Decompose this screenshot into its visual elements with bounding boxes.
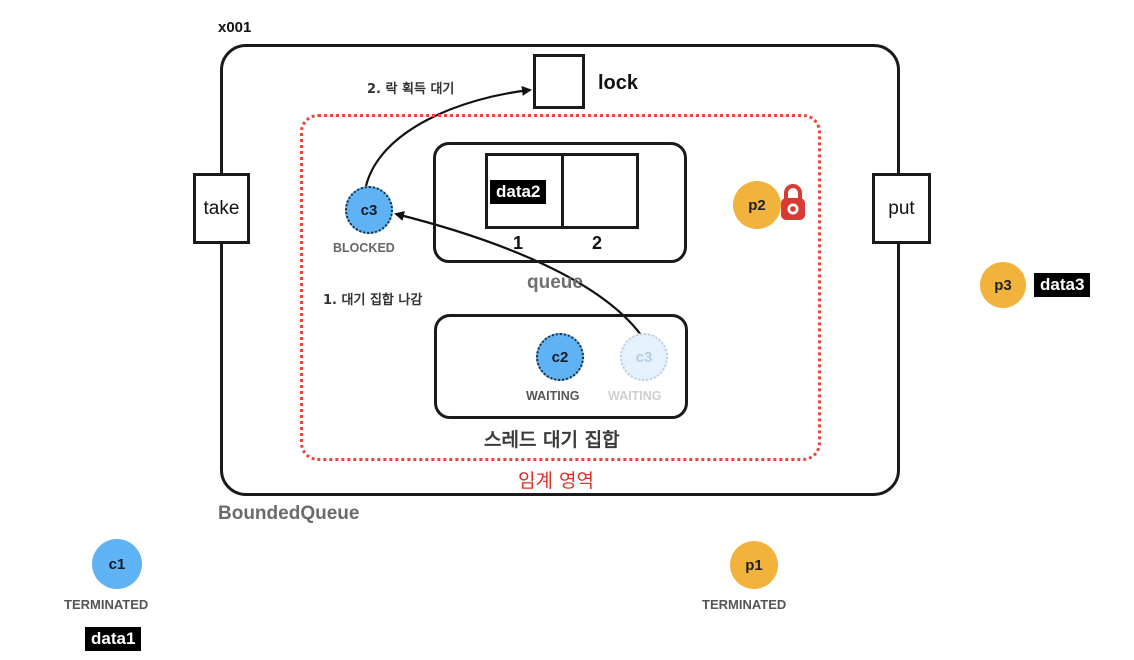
put-method-label: put [888,197,915,219]
thread-p3-name: p3 [994,276,1012,294]
take-method-box: take [193,173,250,244]
thread-p3-data: data3 [1034,273,1091,297]
queue-slot-1-index: 1 [513,233,524,253]
take-method-label: take [203,197,240,219]
thread-p1: p1 [730,541,778,589]
thread-c1: c1 [92,539,142,589]
bounded-queue-box [220,44,900,496]
queue-box [433,142,687,263]
step-1-annotation: 1. 대기 집합 나감 [323,293,423,308]
thread-p2: p2 [733,181,781,229]
thread-c3-ghost-name: c3 [635,348,653,366]
thread-c1-status: TERMINATED [64,597,149,612]
queue-slot-2-index: 2 [592,233,603,253]
object-id-label: x001 [218,19,252,36]
wait-set-label: 스레드 대기 집합 [484,429,620,451]
critical-section-boundary [300,114,821,461]
thread-c1-name: c1 [108,555,126,573]
thread-c3-status: BLOCKED [333,241,395,255]
thread-p3: p3 [980,262,1026,308]
queue-slot-2 [561,153,639,229]
thread-c1-data: data1 [85,627,142,651]
thread-c3: c3 [345,186,393,234]
put-method-box: put [872,173,931,244]
thread-c2-status: WAITING [526,389,580,403]
queue-item-data: data2 [490,180,547,204]
thread-p1-status: TERMINATED [702,597,787,612]
thread-p2-name: p2 [748,196,766,214]
bounded-queue-label: BoundedQueue [218,503,360,524]
thread-c2: c2 [536,333,584,381]
critical-section-label: 임계 영역 [518,470,594,492]
step-2-annotation: 2. 락 획득 대기 [367,82,455,97]
thread-c3-ghost-status: WAITING [608,389,662,403]
thread-c3-previous-position: c3 [620,333,668,381]
thread-c2-name: c2 [551,348,569,366]
padlock-icon [781,184,805,220]
wait-set-box [434,314,688,419]
lock-label: lock [598,72,639,94]
queue-label: queue [527,272,583,293]
thread-c3-name: c3 [360,201,378,219]
thread-p1-name: p1 [745,556,763,574]
lock-box [533,54,585,109]
